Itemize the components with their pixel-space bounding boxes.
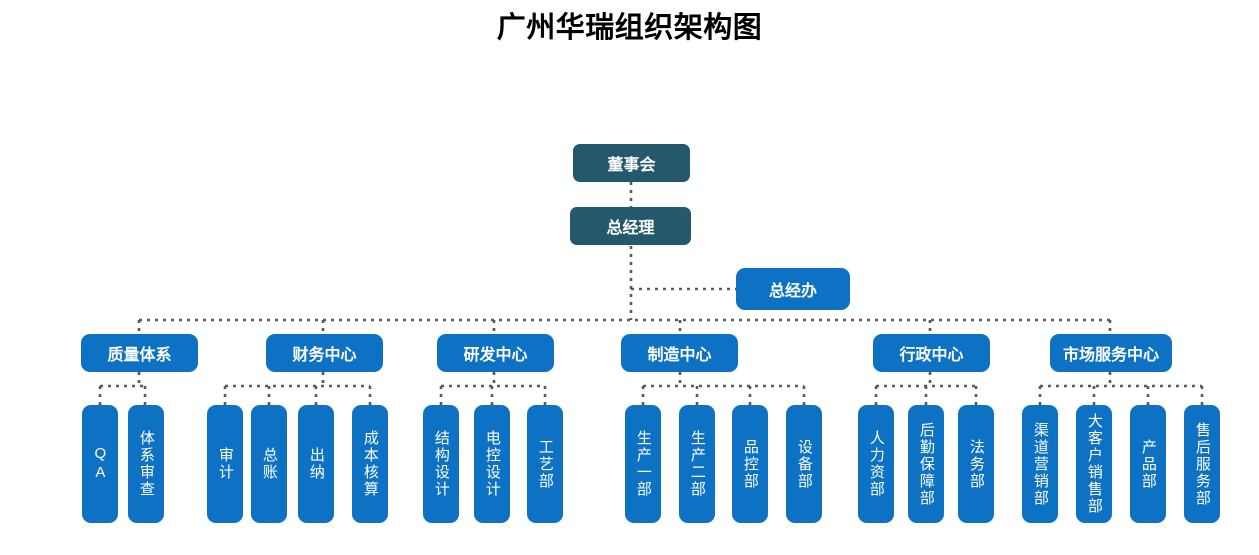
node-team-after-sales-label: 售后服务部 — [1193, 421, 1211, 507]
node-team-production-1-label: 生产一部 — [634, 430, 652, 498]
node-team-qa-label: QA — [91, 445, 109, 483]
node-team-audit-label: 审计 — [216, 447, 234, 481]
node-team-legal[interactable]: 法务部 — [958, 405, 994, 523]
node-general-manager[interactable]: 总经理 — [570, 207, 691, 245]
node-team-process-label: 工艺部 — [536, 438, 554, 490]
node-team-hr[interactable]: 人力资部 — [858, 405, 894, 523]
node-board[interactable]: 董事会 — [573, 144, 690, 182]
node-team-qa[interactable]: QA — [82, 405, 118, 523]
node-dept-market[interactable]: 市场服务中心 — [1050, 334, 1172, 372]
node-general-manager-label: 总经理 — [606, 220, 655, 237]
node-team-ledger[interactable]: 总账 — [251, 405, 287, 523]
node-team-audit[interactable]: 审计 — [207, 405, 243, 523]
node-gm-office[interactable]: 总经办 — [736, 268, 850, 310]
node-team-structural-design[interactable]: 结构设计 — [423, 405, 459, 523]
node-dept-quality[interactable]: 质量体系 — [81, 334, 198, 372]
node-team-product[interactable]: 产品部 — [1130, 405, 1166, 523]
node-dept-admin[interactable]: 行政中心 — [873, 334, 990, 372]
node-team-electrical-design-label: 电控设计 — [483, 430, 501, 498]
node-team-ledger-label: 总账 — [260, 447, 278, 481]
node-dept-manufacturing[interactable]: 制造中心 — [621, 334, 738, 372]
node-team-quality-control-label: 品控部 — [741, 438, 759, 490]
node-dept-manufacturing-label: 制造中心 — [647, 347, 712, 364]
node-team-system-audit-label: 体系审查 — [137, 430, 155, 498]
node-team-system-audit[interactable]: 体系审查 — [128, 405, 164, 523]
node-team-cost-accounting[interactable]: 成本核算 — [352, 405, 388, 523]
node-team-quality-control[interactable]: 品控部 — [732, 405, 768, 523]
node-team-legal-label: 法务部 — [967, 438, 985, 490]
node-team-product-label: 产品部 — [1139, 438, 1157, 490]
node-team-hr-label: 人力资部 — [867, 430, 885, 498]
node-dept-rd[interactable]: 研发中心 — [437, 334, 554, 372]
node-dept-admin-label: 行政中心 — [899, 347, 964, 364]
node-team-equipment-label: 设备部 — [795, 438, 813, 490]
node-team-channel-marketing[interactable]: 渠道营销部 — [1022, 405, 1058, 523]
node-dept-quality-label: 质量体系 — [107, 347, 172, 364]
node-team-cashier[interactable]: 出纳 — [298, 405, 334, 523]
node-team-process[interactable]: 工艺部 — [527, 405, 563, 523]
node-team-production-1[interactable]: 生产一部 — [625, 405, 661, 523]
node-team-channel-marketing-label: 渠道营销部 — [1031, 421, 1049, 507]
node-team-structural-design-label: 结构设计 — [432, 430, 450, 498]
node-team-cashier-label: 出纳 — [307, 447, 325, 481]
node-team-production-2-label: 生产二部 — [688, 430, 706, 498]
node-team-key-account-sales[interactable]: 大客户销售部 — [1076, 405, 1112, 523]
node-team-electrical-design[interactable]: 电控设计 — [474, 405, 510, 523]
node-team-equipment[interactable]: 设备部 — [786, 405, 822, 523]
node-team-key-account-sales-label: 大客户销售部 — [1085, 413, 1103, 515]
node-team-logistics[interactable]: 后勤保障部 — [908, 405, 944, 523]
node-team-cost-accounting-label: 成本核算 — [361, 430, 379, 498]
node-gm-office-label: 总经办 — [768, 283, 817, 300]
node-board-label: 董事会 — [607, 157, 656, 174]
node-dept-rd-label: 研发中心 — [463, 347, 528, 364]
node-dept-market-label: 市场服务中心 — [1062, 347, 1159, 364]
node-team-production-2[interactable]: 生产二部 — [679, 405, 715, 523]
node-team-logistics-label: 后勤保障部 — [917, 421, 935, 507]
node-dept-finance[interactable]: 财务中心 — [266, 334, 383, 372]
node-team-after-sales[interactable]: 售后服务部 — [1184, 405, 1220, 523]
node-dept-finance-label: 财务中心 — [292, 347, 357, 364]
page-title: 广州华瑞组织架构图 — [496, 12, 763, 44]
